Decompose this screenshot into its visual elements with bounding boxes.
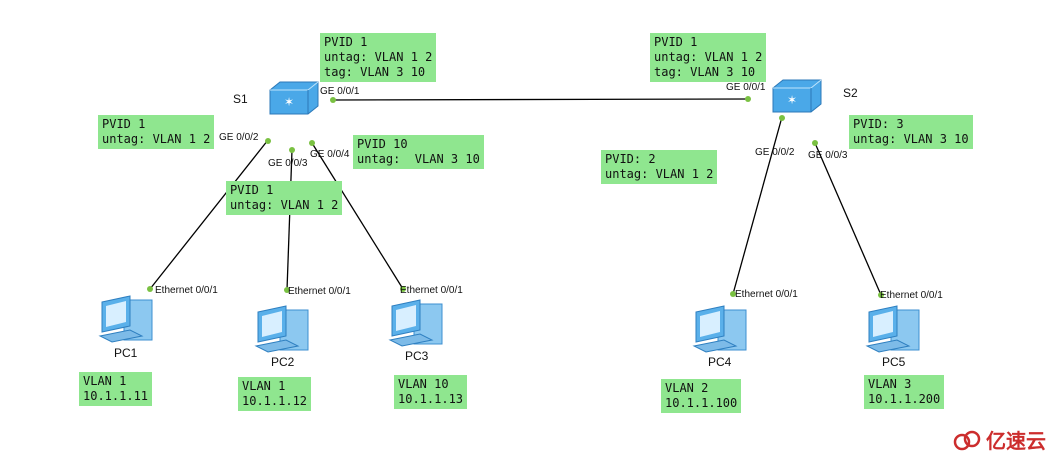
pc-icon-pc2 — [254, 305, 309, 353]
pc-label-pc2: PC2 — [271, 355, 295, 369]
port-label-pc5: Ethernet 0/0/1 — [880, 290, 943, 301]
port-label-s1-ge3: GE 0/0/3 — [268, 158, 308, 169]
port-dot — [812, 140, 818, 146]
port-label-s2-ge2: GE 0/0/2 — [755, 147, 795, 158]
links — [149, 98, 882, 296]
pc-label-pc4: PC4 — [708, 355, 732, 369]
link-s1-pc3 — [311, 142, 404, 290]
port-dot — [745, 96, 751, 102]
link-s1-pc2 — [286, 149, 293, 291]
port-label-pc1: Ethernet 0/0/1 — [155, 285, 218, 296]
port-dot — [309, 140, 315, 146]
port-label-pc3: Ethernet 0/0/1 — [400, 285, 463, 296]
port-label-pc4: Ethernet 0/0/1 — [735, 289, 798, 300]
port-dot — [265, 138, 271, 144]
port-dot — [147, 286, 153, 292]
link-s2-pc5 — [814, 142, 882, 296]
port-dots — [147, 96, 884, 298]
switch-icon-s1: ✶ — [269, 81, 319, 115]
port-dot — [730, 291, 736, 297]
port-label-s1-ge1: GE 0/0/1 — [320, 86, 360, 97]
port-dot — [289, 147, 295, 153]
link-s2-pc4 — [732, 116, 783, 295]
port-dot — [878, 292, 884, 298]
svg-text:✶: ✶ — [284, 95, 294, 109]
port-dot — [400, 286, 406, 292]
port-label-s2-ge3: GE 0/0/3 — [808, 150, 848, 161]
pc-label-pc3: PC3 — [405, 349, 429, 363]
link-s1-pc1 — [149, 139, 269, 290]
watermark-logo: 亿速云 — [952, 425, 1046, 454]
switch-icon-s2: ✶ — [772, 79, 822, 113]
pc-icon-pc3 — [388, 299, 443, 347]
switch-label-s1: S1 — [233, 92, 248, 106]
switch-label-s2: S2 — [843, 86, 858, 100]
pc-icon-pc5 — [865, 305, 920, 353]
port-label-s1-ge4: GE 0/0/4 — [310, 149, 350, 160]
svg-text:✶: ✶ — [787, 93, 797, 107]
pc-label-pc1: PC1 — [114, 346, 138, 360]
port-label-pc2: Ethernet 0/0/1 — [288, 286, 351, 297]
port-dot — [779, 115, 785, 121]
pc-icon-pc4 — [692, 305, 747, 353]
pc-label-pc5: PC5 — [882, 355, 906, 369]
port-label-s1-ge2: GE 0/0/2 — [219, 132, 259, 143]
cloud-icon — [953, 430, 981, 450]
port-label-s2-ge1: GE 0/0/1 — [726, 82, 766, 93]
port-dot — [284, 287, 290, 293]
port-dot — [330, 97, 336, 103]
pc-icon-pc1 — [98, 295, 153, 343]
watermark-text: 亿速云 — [986, 431, 1046, 453]
link-s1-s2 — [332, 98, 749, 101]
